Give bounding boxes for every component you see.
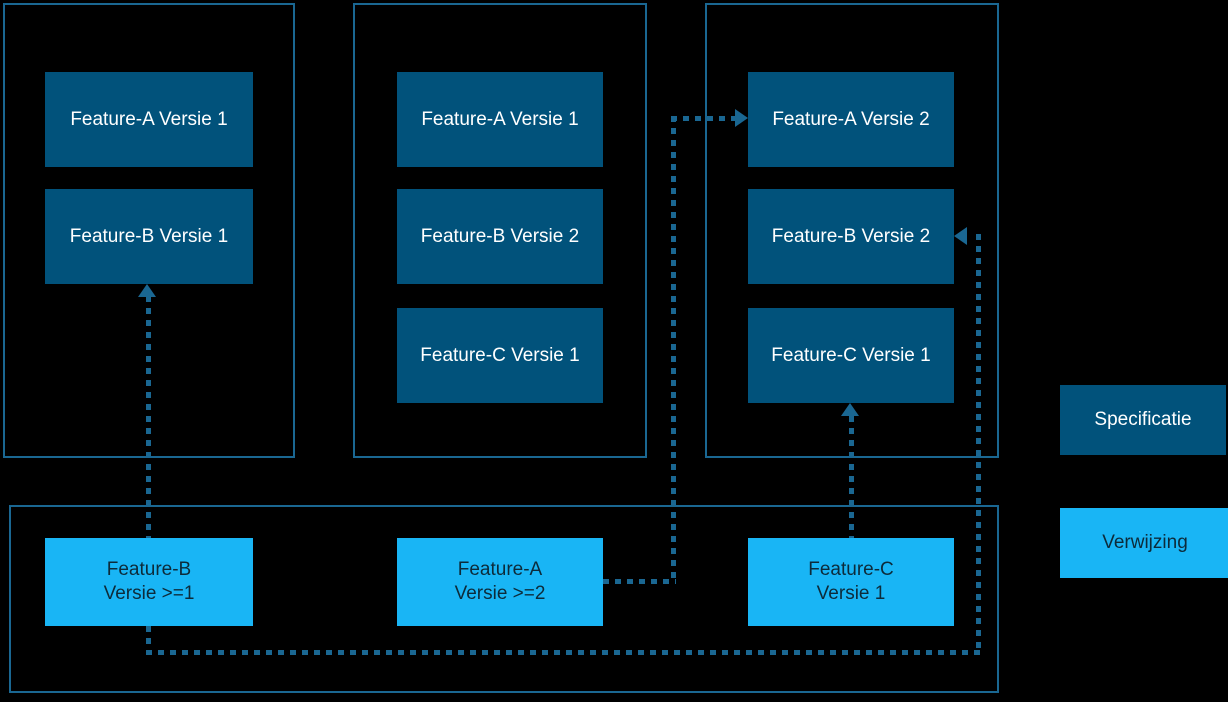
- connector-featureC-ref-up-vertical: [849, 416, 854, 538]
- ref-node-feature-a[interactable]: Feature-A Versie >=2: [397, 538, 603, 626]
- spec-node-feature-a-v2-right[interactable]: Feature-A Versie 2: [748, 72, 954, 167]
- spec-node-feature-a-v1-middle[interactable]: Feature-A Versie 1: [397, 72, 603, 167]
- spec-node-feature-c-v1-right[interactable]: Feature-C Versie 1: [748, 308, 954, 403]
- connector-featureA-ref-out-horizontal: [603, 579, 676, 584]
- spec-node-feature-a-v1-left[interactable]: Feature-A Versie 1: [45, 72, 253, 167]
- connector-featureB-ref-up-vertical: [146, 296, 151, 538]
- ref-node-feature-b[interactable]: Feature-B Versie >=1: [45, 538, 253, 626]
- connector-featureA-ref-vertical: [671, 116, 676, 582]
- connector-featureB-ref-up-arrowhead: [138, 284, 156, 297]
- spec-node-feature-b-v2-right[interactable]: Feature-B Versie 2: [748, 189, 954, 284]
- connector-featureB-loop-horizontal: [146, 650, 980, 655]
- connector-featureB-loop-up-vertical: [976, 234, 981, 652]
- spec-node-feature-b-v2-middle[interactable]: Feature-B Versie 2: [397, 189, 603, 284]
- legend-verwijzing[interactable]: Verwijzing: [1060, 508, 1228, 578]
- connector-featureB-loop-arrowhead: [954, 227, 967, 245]
- spec-node-feature-c-v1-middle[interactable]: Feature-C Versie 1: [397, 308, 603, 403]
- group-middle: [353, 3, 647, 458]
- legend-specificatie[interactable]: Specificatie: [1060, 385, 1226, 455]
- connector-featureC-ref-up-arrowhead: [841, 403, 859, 416]
- ref-node-feature-c[interactable]: Feature-C Versie 1: [748, 538, 954, 626]
- connector-featureA-ref-in-horizontal: [671, 116, 737, 121]
- connector-featureB-loop-down-vertical: [146, 626, 151, 653]
- connector-featureA-ref-arrowhead: [735, 109, 748, 127]
- group-bottom: [9, 505, 999, 693]
- spec-node-feature-b-v1-left[interactable]: Feature-B Versie 1: [45, 189, 253, 284]
